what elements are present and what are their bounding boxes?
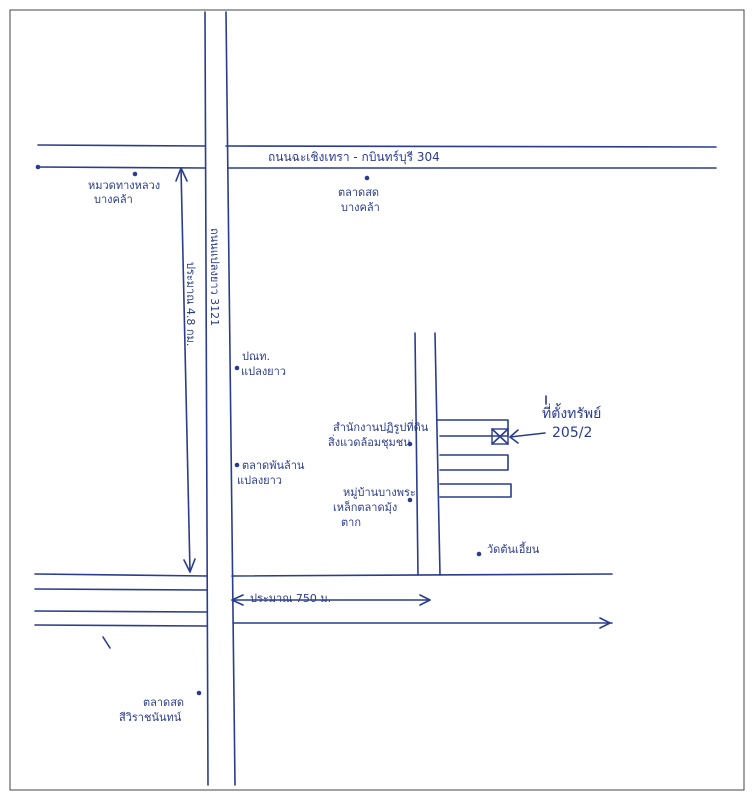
road-vertical-right-edge — [225, 11, 236, 786]
place-post-office-line2: แปลงยาว — [241, 365, 286, 378]
road-vertical-left-edge — [204, 11, 209, 786]
branch-lane-1 — [436, 419, 509, 437]
distance-horizontal-arrow-left — [231, 594, 244, 606]
dot-market-phanlan — [234, 462, 240, 468]
place-temple-line1: วัดต้นเอี้ยน — [487, 543, 540, 556]
distance-vertical-arrow — [180, 167, 191, 573]
place-agri-office-line2: สิ่งแวดล้อมชุมชน — [328, 436, 411, 449]
place-market-bangkhla-line1: ตลาดสด — [338, 186, 380, 199]
site-arrow-head — [509, 429, 519, 444]
place-market-phanlan-line1: ตลาดพันล้าน — [242, 459, 305, 472]
place-market-bottom-line2: สีวิราชนันทน์ — [119, 711, 182, 724]
dot-temple — [476, 551, 482, 557]
place-police-line1: หมวดทางหลวง — [88, 179, 161, 192]
lane-arrow-right — [599, 617, 611, 629]
site-marker-box — [491, 428, 509, 445]
branch-lane-2 — [439, 454, 509, 471]
soi-left-edge — [414, 332, 419, 576]
dot-road-start — [35, 164, 41, 170]
page-border — [9, 9, 745, 791]
lane-dash — [102, 636, 111, 649]
road-bottom-edge-1 — [34, 573, 208, 577]
site-marker-x2 — [491, 428, 509, 445]
place-market-bangkhla-line2: บางคล้า — [341, 201, 380, 214]
dot-agri-office — [407, 441, 413, 447]
dot-police — [132, 171, 138, 177]
road-top-upper-edge — [37, 144, 206, 147]
dot-market-bottom — [196, 690, 202, 696]
road-bottom-median-1 — [34, 588, 208, 591]
distance-vertical-arrow-top — [175, 167, 188, 182]
place-market-phanlan-line2: แปลงยาว — [237, 474, 282, 487]
distance-vertical-arrow-bottom — [183, 558, 196, 573]
dot-post-office — [234, 365, 240, 371]
road-bottom-edge-2 — [34, 624, 208, 627]
branch-lane-3 — [439, 483, 512, 498]
place-agri-office-line1: สำนักงานปฏิรูปที่ดิน — [333, 421, 429, 434]
distance-vertical-label: ประมาณ 4.8 กม. — [184, 262, 197, 347]
place-village-line3: ตาก — [341, 516, 361, 529]
road-vertical-label: ถนนแปลงยาว 3121 — [208, 228, 221, 327]
dot-village — [407, 497, 413, 503]
distance-horizontal-label: ประมาณ 750 ม. — [250, 592, 332, 605]
place-village-line2: เหล็กตลาดมุ้ง — [333, 501, 398, 514]
site-label-number: 205/2 — [552, 425, 593, 441]
soi-right-edge — [434, 332, 441, 576]
road-top-upper-edge-r — [225, 145, 717, 148]
place-post-office-line1: ปณท. — [242, 350, 270, 363]
place-market-bottom-line1: ตลาดสด — [143, 696, 185, 709]
dot-market-bangkhla — [364, 175, 370, 181]
site-arrow-shaft — [509, 432, 546, 438]
road-top-lower-edge — [37, 166, 206, 169]
place-village-line1: หมู่บ้านบางพระ — [343, 486, 416, 499]
distance-horizontal-arrow-right — [419, 594, 431, 606]
road-bottom-median-2 — [34, 610, 208, 613]
road-top-label: ถนนฉะเชิงเทรา - กบินทร์บุรี 304 — [268, 150, 440, 164]
road-bottom-edge-1r — [231, 573, 613, 577]
site-label-title: ที่ตั้งทรัพย์ — [542, 406, 602, 422]
place-police-line2: บางคล้า — [94, 193, 133, 206]
